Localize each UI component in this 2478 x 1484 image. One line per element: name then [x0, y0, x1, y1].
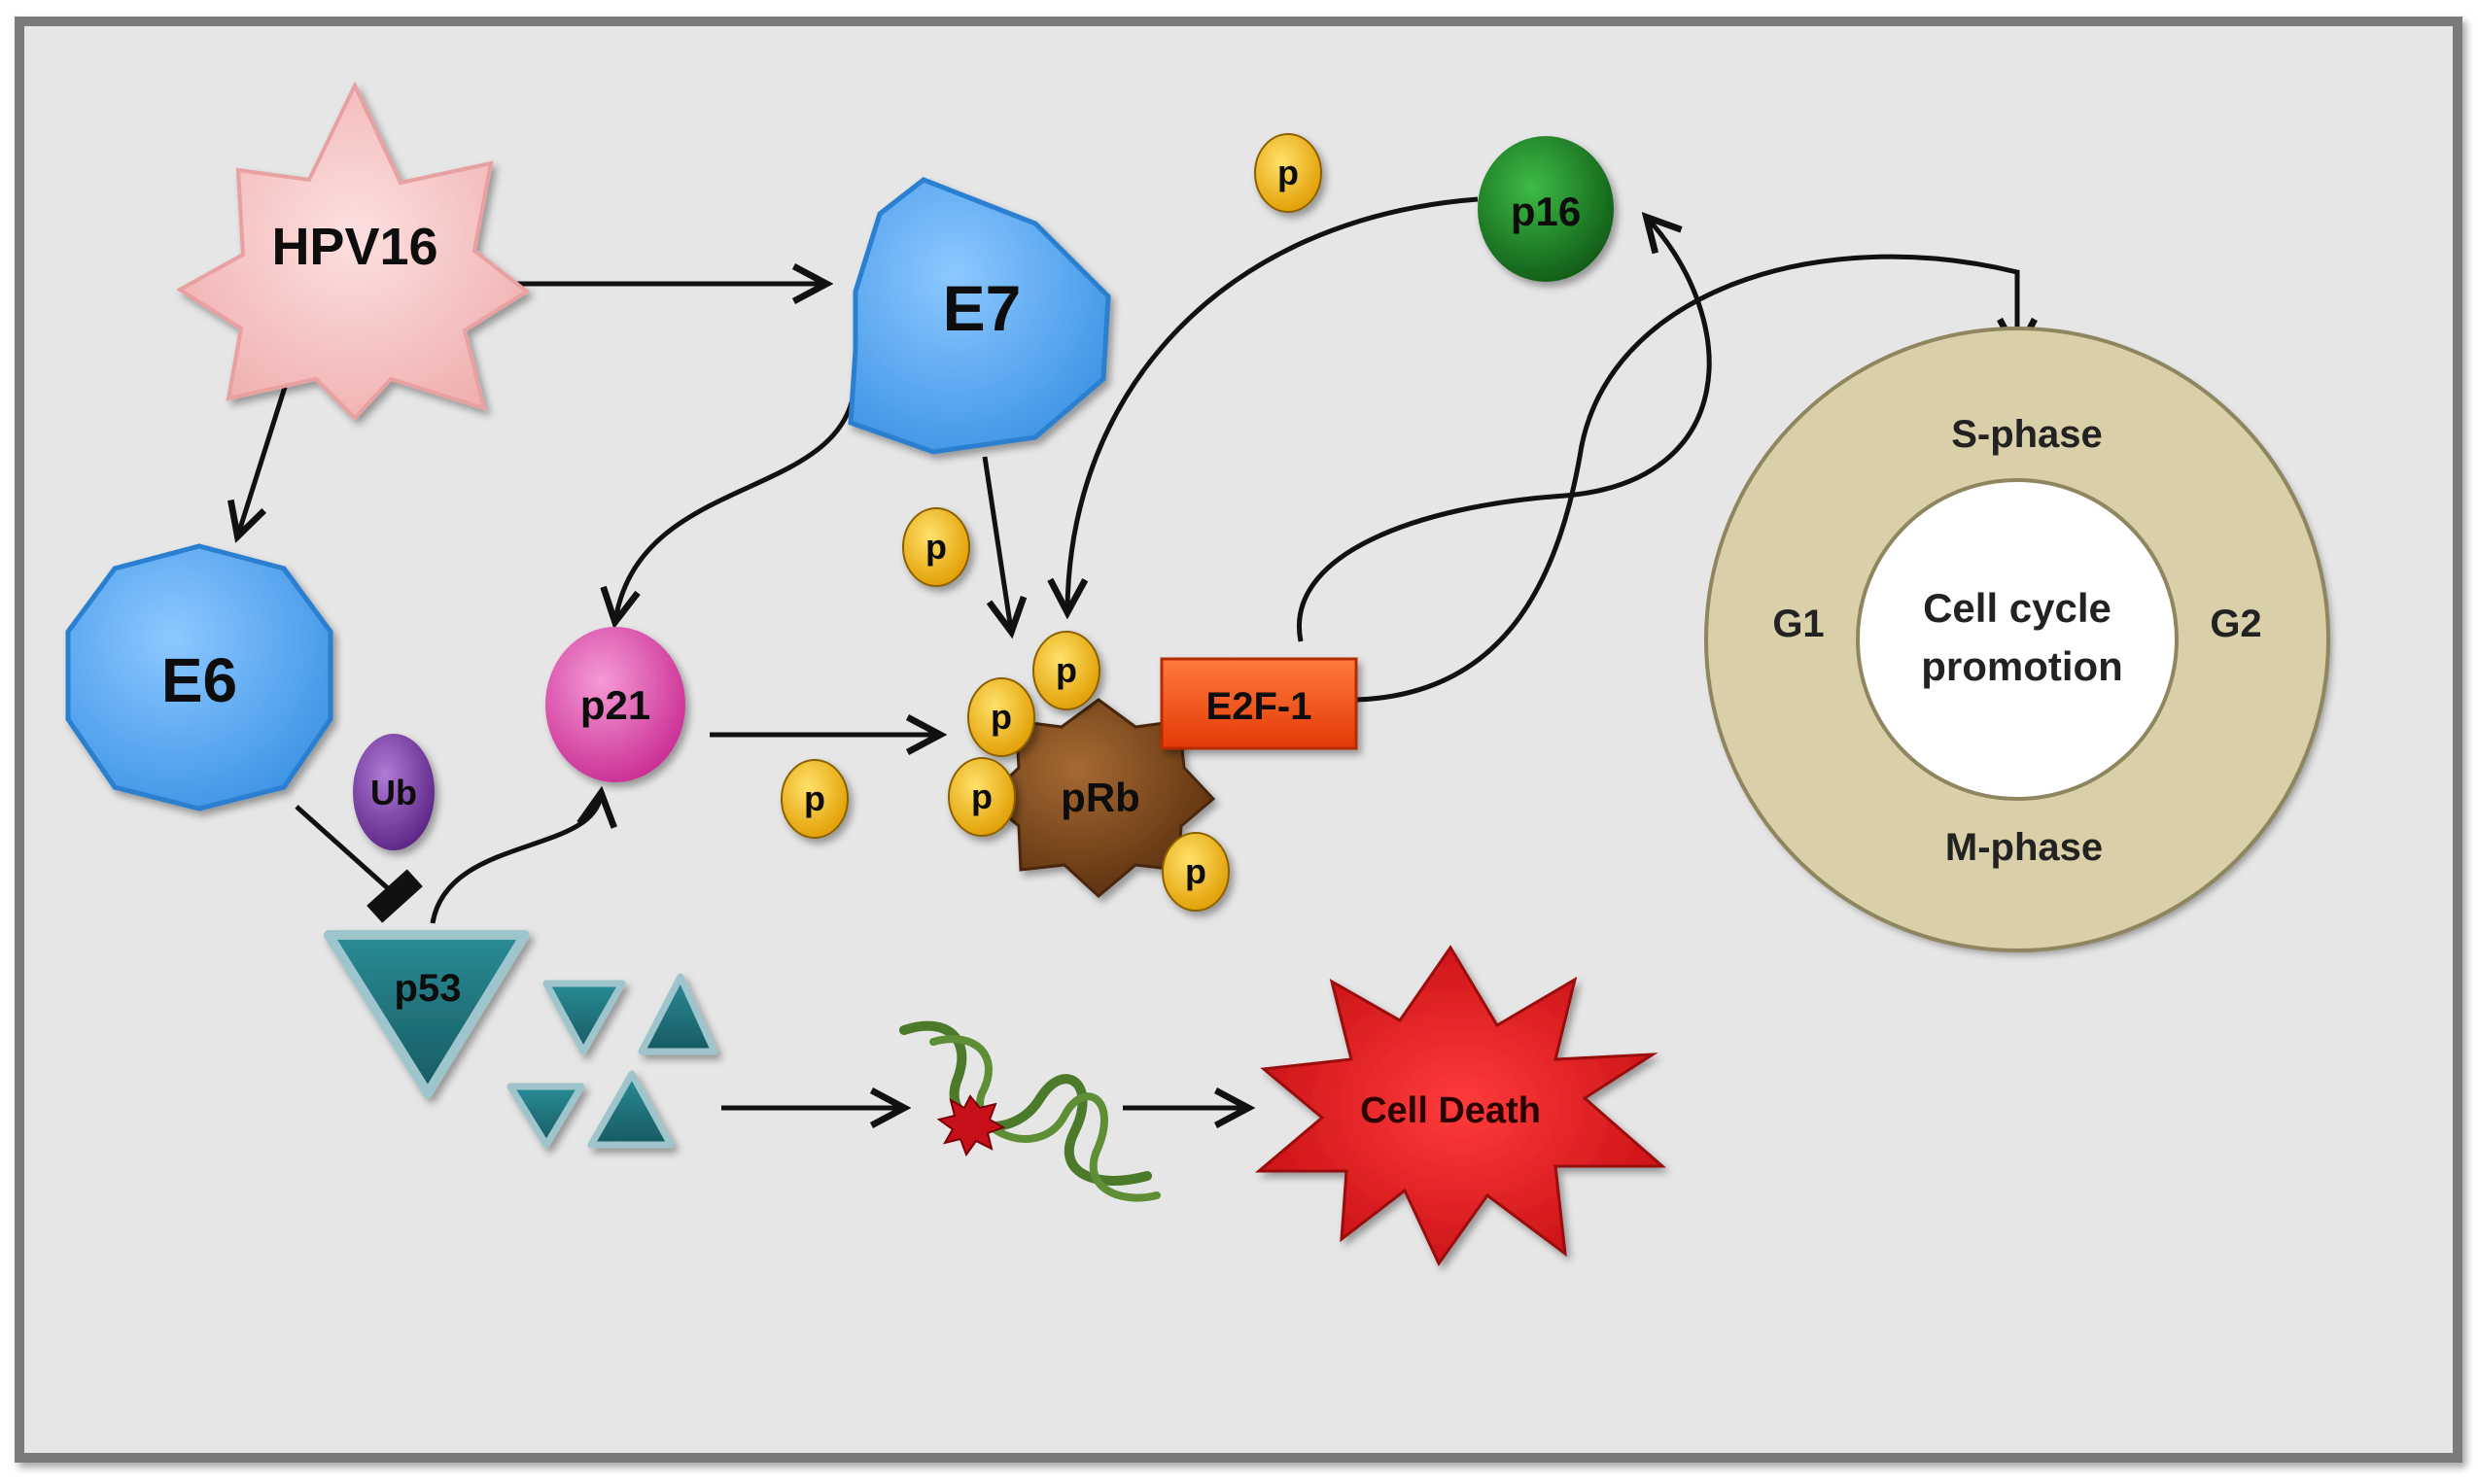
p53-label: p53	[395, 967, 462, 1010]
connectors	[238, 196, 2017, 1108]
dna-damage	[899, 1020, 1161, 1202]
dna-strand	[929, 1035, 1161, 1202]
p53-fragment	[638, 973, 718, 1055]
p53-node: p53	[324, 930, 530, 1098]
phosphate-prb-left-upper: p	[967, 677, 1035, 757]
phosphate-prb-top: p	[1032, 631, 1100, 710]
arrow-e2f1-to-p16	[1296, 219, 1712, 642]
phosphate-near-p21-arrow: p	[781, 759, 849, 839]
phosphate-circle	[781, 759, 849, 839]
e2f1-box	[1160, 657, 1358, 750]
e7-node: E7	[848, 177, 1111, 455]
arrow-e7-to-prb	[982, 456, 1011, 630]
p21-node: p21	[545, 627, 685, 782]
inhibit-bar	[366, 869, 423, 923]
phosphate-label: p	[1185, 851, 1206, 891]
cell-cycle-center-line2: promotion	[1921, 643, 2123, 689]
e6-shape	[65, 543, 333, 811]
phosphate-near-e7: p	[902, 507, 970, 587]
p21-circle	[545, 627, 685, 782]
prb-label: pRb	[1061, 775, 1140, 820]
phosphate-group: p p p p p p p	[781, 133, 1322, 912]
cell-cycle-ring-shape	[1706, 328, 2328, 950]
phosphate-label: p	[1277, 153, 1299, 192]
dna-strand	[899, 1020, 1152, 1186]
phosphate-circle	[967, 677, 1035, 757]
prb-shape	[984, 698, 1216, 898]
p21-label: p21	[580, 682, 650, 728]
s-phase-label: S-phase	[1951, 413, 2103, 456]
e2f1-node: E2F-1	[1160, 657, 1358, 750]
ub-label: Ub	[370, 773, 417, 812]
cell-cycle-ring-inner-edge	[1856, 478, 2179, 801]
phosphate-prb-left-lower: p	[948, 757, 1016, 837]
prb-node: pRb	[984, 698, 1216, 898]
dna-damage-burst	[936, 1094, 1006, 1157]
phosphate-label: p	[1056, 650, 1077, 690]
p53-fragment	[542, 980, 626, 1055]
arrow-p16-to-prb	[1067, 196, 1479, 610]
p53-fragments	[506, 973, 718, 1149]
m-phase-label: M-phase	[1945, 826, 2103, 869]
cell-death-node: Cell Death	[1254, 945, 1666, 1266]
p16-circle	[1478, 136, 1614, 282]
p53-triangle	[324, 930, 530, 1098]
ub-node: Ub	[353, 734, 435, 850]
p16-label: p16	[1511, 189, 1581, 234]
phosphate-circle	[1254, 133, 1322, 213]
p16-node: p16	[1478, 136, 1614, 282]
phosphate-label: p	[991, 697, 1012, 737]
arrow-p53-to-p21	[430, 795, 601, 924]
hpv16-star-shape	[176, 81, 531, 421]
ub-circle	[353, 734, 435, 850]
phosphate-label: p	[971, 777, 993, 816]
hpv16-label: HPV16	[271, 218, 437, 276]
e6-label: E6	[161, 645, 237, 715]
cell-death-burst	[1254, 945, 1666, 1266]
cell-cycle-ring-outer-edge	[1704, 327, 2330, 952]
p53-fragment	[506, 1083, 585, 1149]
phosphate-circle	[1162, 832, 1230, 912]
cell-cycle-center-line1: Cell cycle	[1923, 585, 2112, 631]
arrow-e7-to-p21	[615, 373, 858, 620]
arrow-e2f1-to-cell-cycle	[1355, 254, 2017, 703]
phosphate-prb-bottom-right: p	[1162, 832, 1230, 912]
phosphate-label: p	[804, 778, 825, 818]
cell-cycle-ring: S-phase M-phase G1 G2 Cell cycle promoti…	[1704, 327, 2330, 952]
hpv16-node: HPV16	[176, 81, 531, 421]
e2f1-label: E2F-1	[1206, 685, 1312, 728]
arrow-hpv16-to-e6	[238, 380, 290, 535]
e7-label: E7	[943, 272, 1022, 344]
phosphate-circle	[1032, 631, 1100, 710]
p53-fragment	[587, 1070, 675, 1149]
g1-label: G1	[1772, 603, 1824, 645]
e7-shape	[848, 177, 1111, 455]
inhibit-e6-to-p53	[295, 805, 391, 891]
e6-node: E6	[65, 543, 333, 811]
g2-label: G2	[2210, 603, 2261, 645]
cell-death-label: Cell Death	[1360, 1090, 1541, 1131]
phosphate-near-p16: p	[1254, 133, 1322, 213]
phosphate-label: p	[925, 527, 947, 567]
phosphate-circle	[902, 507, 970, 587]
phosphate-circle	[948, 757, 1016, 837]
